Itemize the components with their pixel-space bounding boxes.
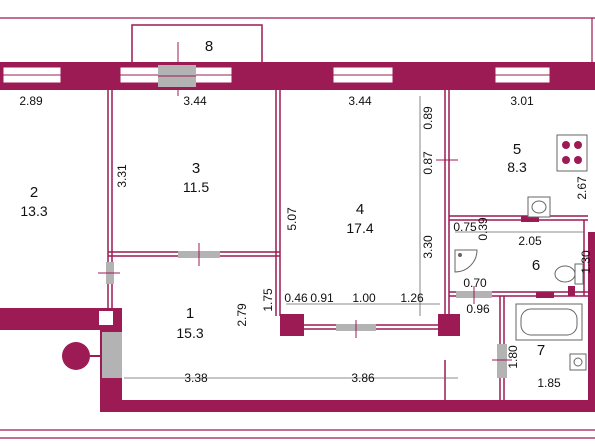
bottom-wall bbox=[100, 400, 595, 412]
dim-room7-width: 1.85 bbox=[537, 376, 561, 390]
pipe-riser-box bbox=[97, 309, 115, 327]
dim-room4-left: 5.07 bbox=[285, 207, 299, 231]
pipe-riser-icon bbox=[62, 342, 90, 370]
sink-icon bbox=[527, 196, 551, 218]
dim-room4-bottom-3: 1.00 bbox=[352, 291, 376, 305]
stove-icon bbox=[556, 134, 588, 172]
dimension-labels: 2.89 3.44 3.44 3.01 3.31 5.07 0.89 0.87 … bbox=[19, 94, 593, 390]
room-4-area: 17.4 bbox=[346, 220, 373, 236]
door bbox=[102, 332, 122, 378]
room-7-number: 7 bbox=[537, 342, 545, 359]
dim-lines bbox=[124, 96, 584, 379]
room-8-number: 8 bbox=[205, 38, 213, 55]
dim-bath-f: 0.96 bbox=[466, 302, 490, 316]
toilet-icon bbox=[554, 263, 584, 285]
dim-room5-right: 2.67 bbox=[575, 176, 589, 200]
room-5-number: 5 bbox=[513, 141, 521, 158]
dim-bath-b: 0.39 bbox=[476, 217, 490, 241]
outer-frame bbox=[0, 17, 595, 439]
dim-room3-height: 3.31 bbox=[115, 164, 129, 188]
dim-bath-d: 1.30 bbox=[579, 250, 593, 274]
wall-piece bbox=[536, 292, 554, 298]
dim-bottom-1: 3.38 bbox=[184, 371, 208, 385]
dim-top-4: 3.01 bbox=[510, 94, 534, 108]
bathtub-icon bbox=[515, 303, 583, 341]
room-4-number: 4 bbox=[356, 201, 364, 218]
dim-room4-bottom-2: 0.91 bbox=[310, 291, 334, 305]
dim-room4-bottom-1: 0.46 bbox=[284, 291, 308, 305]
column-left bbox=[280, 314, 304, 336]
room-3-number: 3 bbox=[192, 160, 200, 177]
room-labels: 1 15.3 2 13.3 3 11.5 4 17.4 5 8.3 6 7 8 bbox=[20, 38, 545, 359]
dim-room4-bottom-4: 1.26 bbox=[400, 291, 424, 305]
corner-shower-icon bbox=[454, 249, 478, 273]
dim-bottom-2: 3.86 bbox=[351, 371, 375, 385]
dim-top-2: 3.44 bbox=[183, 94, 207, 108]
door-markers bbox=[98, 159, 512, 361]
room-6-number: 6 bbox=[532, 257, 540, 274]
column-right bbox=[438, 314, 460, 336]
dim-top-1: 2.89 bbox=[19, 94, 43, 108]
wall-piece bbox=[568, 286, 575, 296]
room-1-number: 1 bbox=[186, 305, 194, 322]
wall-piece bbox=[521, 216, 539, 222]
dim-room7-height: 1.80 bbox=[506, 345, 520, 369]
room-3-area: 11.5 bbox=[183, 179, 209, 195]
dim-room1-height: 2.79 bbox=[235, 303, 249, 327]
dim-bath-e: 0.70 bbox=[463, 276, 487, 290]
dim-room4-right-bottom: 3.30 bbox=[421, 235, 435, 259]
dim-bath-c: 2.05 bbox=[518, 234, 542, 248]
washbasin-icon bbox=[569, 353, 587, 371]
left-ledge bbox=[0, 308, 122, 330]
dim-bath-a: 0.75 bbox=[453, 220, 477, 234]
dim-room4-right-top: 0.89 bbox=[421, 106, 435, 130]
room-1-area: 15.3 bbox=[176, 325, 203, 341]
room-2-area: 13.3 bbox=[20, 203, 47, 219]
door bbox=[497, 344, 507, 378]
dim-top-3: 3.44 bbox=[348, 94, 372, 108]
dim-room1-right: 1.75 bbox=[261, 288, 275, 312]
dim-room4-right-mid: 0.87 bbox=[421, 151, 435, 175]
room-5-area: 8.3 bbox=[507, 159, 527, 175]
room-2-number: 2 bbox=[30, 184, 38, 201]
right-wall bbox=[588, 232, 595, 412]
